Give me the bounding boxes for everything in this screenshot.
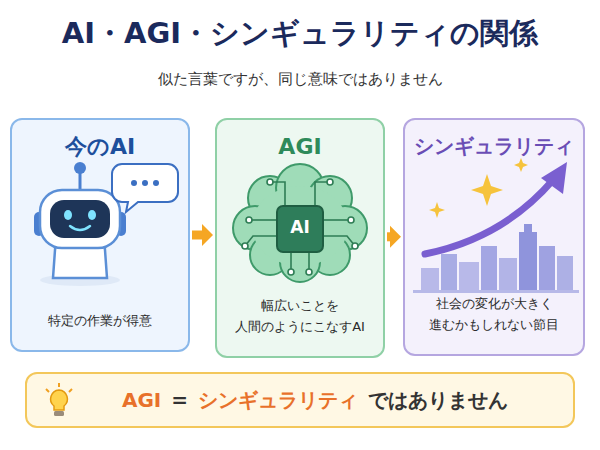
sparkles — [429, 158, 528, 218]
robot-illustration — [10, 150, 190, 300]
concept-card: シンギュラリティ社会の変化が大きく 進むかもしれない節目 — [403, 118, 585, 356]
chip-label: AI — [277, 217, 323, 237]
growth-illustration — [403, 150, 585, 300]
arrow-shaft — [192, 231, 202, 240]
banner-text: ではありません — [368, 387, 508, 414]
arrow-head — [390, 226, 401, 248]
banner-text: AGI — [122, 388, 161, 412]
card-heading: シンギュラリティ — [414, 134, 574, 158]
arrow-head — [202, 224, 213, 246]
banner-text: = — [171, 388, 188, 412]
arrow-shaft — [387, 232, 390, 241]
bulb-icon — [42, 382, 76, 418]
banner-text: シンギュラリティ — [198, 387, 358, 414]
diagram-title: AI・AGI・シンギュラリティの関係 — [0, 14, 600, 54]
speech-bubble — [112, 164, 178, 212]
flow-arrow — [387, 226, 401, 248]
card-body: 特定の作業が得意 — [48, 311, 152, 332]
brain — [233, 164, 367, 282]
card-heading: AGI — [278, 134, 321, 160]
note-banner: AGI = シンギュラリティではありません — [25, 372, 575, 428]
growth-arrow — [425, 162, 567, 254]
bulb — [46, 383, 72, 416]
flow-arrow — [192, 224, 213, 246]
chip — [277, 206, 323, 252]
card-body: 幅広いことを 人間のようにこなすAI — [223, 296, 377, 338]
subtitle: 似た言葉ですが、同じ意味ではありません — [0, 70, 600, 89]
skyline — [413, 224, 579, 293]
card-body: 社会の変化が大きく 進むかもしれない節目 — [411, 294, 577, 336]
circuit-lines — [242, 179, 358, 275]
card-heading: 今のAI — [65, 134, 135, 160]
